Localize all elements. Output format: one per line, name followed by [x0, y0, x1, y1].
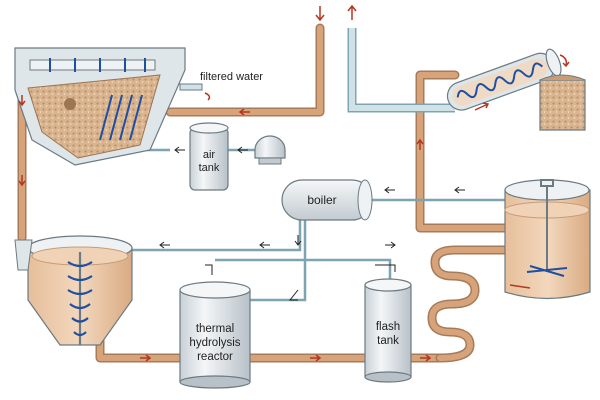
- pipe-return-top: [165, 23, 325, 117]
- filtered-water-outlet: [179, 83, 203, 91]
- arrow-steam-7: [294, 235, 302, 246]
- screw-flights: [456, 62, 543, 99]
- boiler-label: boiler: [307, 193, 336, 207]
- arrow-steam-3: [159, 241, 170, 249]
- reactor-label-2: hydrolysis: [189, 337, 240, 349]
- arrow-screw: [474, 102, 490, 111]
- arrow-bottom-3: [420, 354, 432, 362]
- boiler: boiler: [281, 179, 373, 221]
- settling-tank: [14, 235, 133, 346]
- digester-mixer: [526, 179, 568, 277]
- steam-line-flash: [215, 258, 392, 285]
- arrow-steam-4: [259, 241, 270, 249]
- belt-filter: [14, 47, 203, 166]
- digester-tank: [504, 179, 591, 300]
- thermal-hydrolysis-reactor: thermal hydrolysis reactor: [179, 281, 251, 389]
- steam-line-boiler-left: [110, 200, 302, 252]
- flash-tank-label-1: flash: [376, 321, 400, 333]
- arrow-steam-11: [375, 264, 396, 272]
- arrow-steam-1: [384, 186, 395, 194]
- arrow-steam-6: [237, 146, 248, 154]
- arrow-up-right-pipe: [416, 138, 424, 150]
- arrow-left-down-1: [18, 95, 26, 107]
- pipe-filtered-water-out: [347, 28, 455, 113]
- arrow-steam-2: [454, 186, 465, 194]
- flash-tank: flash tank: [364, 278, 412, 383]
- arrow-steam-9: [288, 289, 299, 301]
- filter-belt-rollers: [99, 94, 143, 141]
- filter-spray-bars: [49, 58, 146, 72]
- settler-screw: [67, 252, 93, 345]
- product-bin: [539, 74, 586, 131]
- arrow-return-top: [238, 108, 250, 116]
- flow-arrows: [18, 4, 570, 362]
- air-compressor: [254, 135, 286, 165]
- arrow-bottom-2: [310, 354, 322, 362]
- arrow-left-down-2: [18, 175, 26, 187]
- screw-conveyor: [446, 48, 562, 111]
- filtered-water-label: filtered water: [200, 71, 263, 83]
- arrow-steam-5: [174, 146, 185, 154]
- digester-circulation-arrow: [509, 284, 531, 289]
- steam-arrows: [159, 146, 465, 301]
- air-tank-label-2: tank: [199, 162, 220, 174]
- arrow-steam-10: [205, 264, 213, 275]
- arrow-bin-drop: [559, 54, 570, 68]
- arrow-inflow-top: [315, 6, 325, 22]
- settler-inlet-cone: [14, 239, 33, 271]
- flash-tank-label-2: tank: [377, 335, 399, 347]
- filter-sludge-blob: [64, 98, 76, 110]
- arrow-filtered-water: [204, 92, 211, 101]
- arrow-bottom-1: [140, 354, 152, 362]
- reactor-label-1: thermal: [196, 323, 234, 335]
- reactor-label-3: reactor: [197, 351, 233, 363]
- arrow-steam-8: [385, 241, 396, 249]
- arrow-outflow-top: [347, 4, 357, 20]
- air-tank-label-1: air: [203, 149, 216, 161]
- air-tank: air tank: [189, 122, 229, 191]
- filter-top-rail: [29, 59, 156, 71]
- steam-line-reactor: [250, 200, 307, 302]
